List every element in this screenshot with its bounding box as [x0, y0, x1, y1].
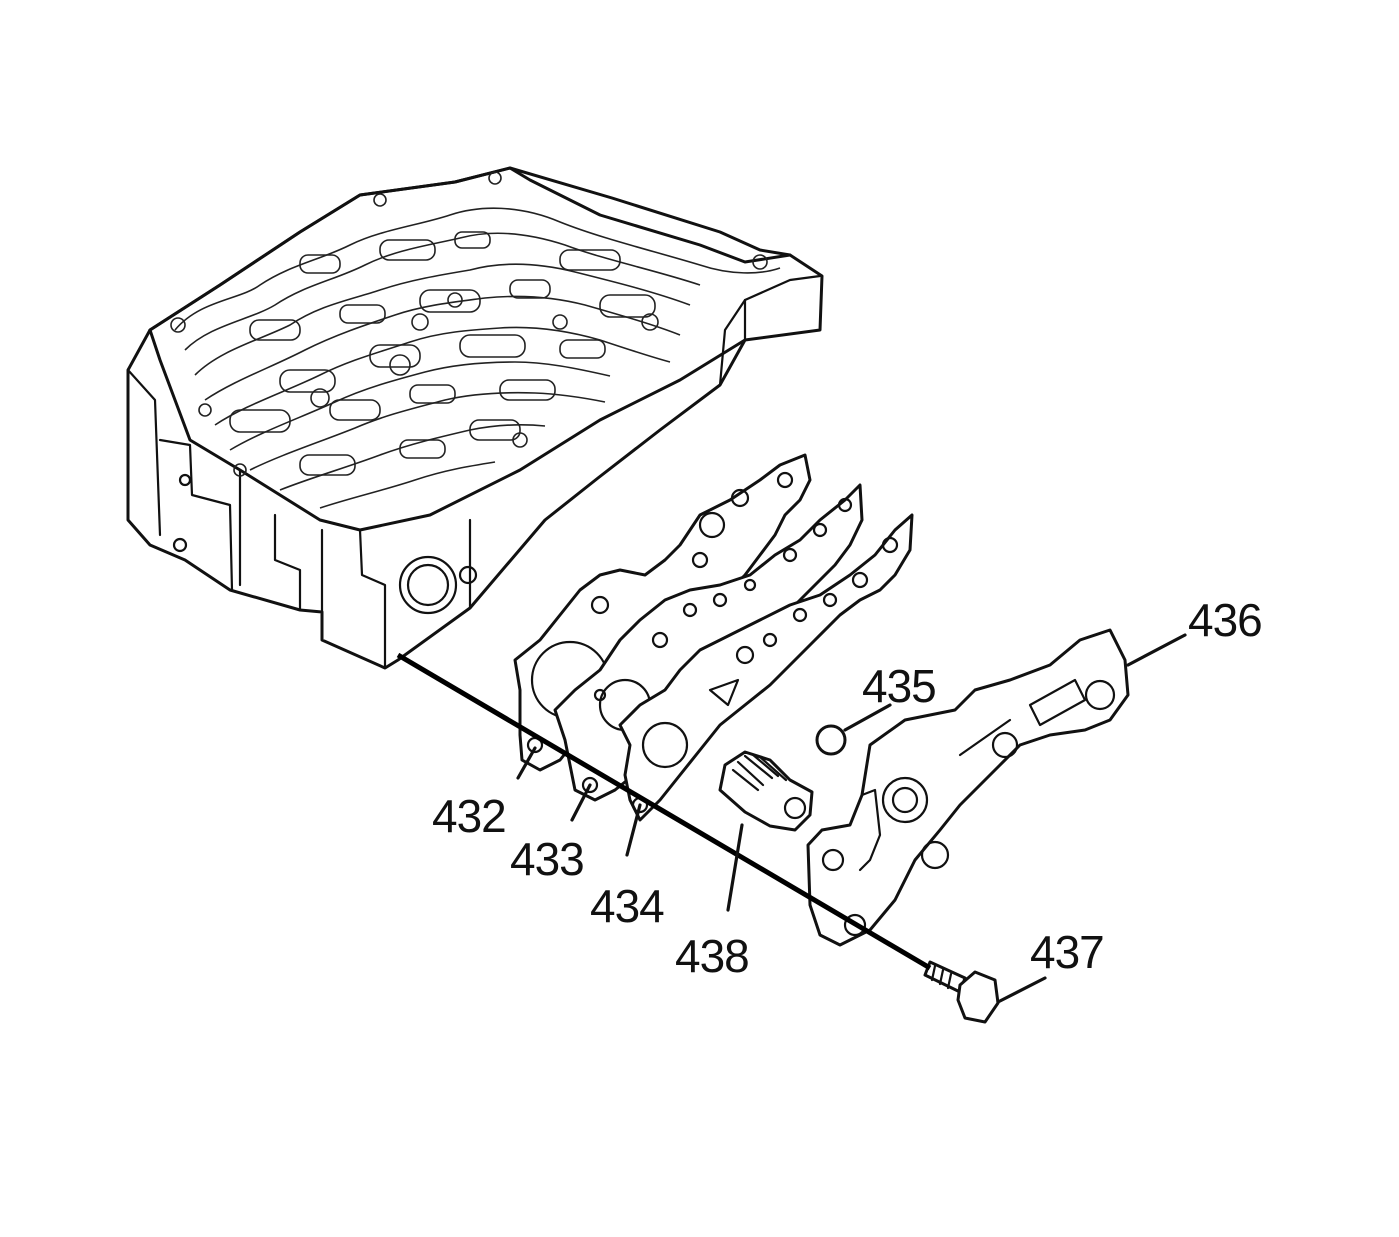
- check-ball-435: [815, 724, 847, 756]
- gasket-434: [618, 513, 914, 822]
- callout-438: 438: [675, 930, 749, 982]
- leader-432: [516, 746, 537, 780]
- callout-433: 433: [510, 833, 584, 885]
- alignment-axis-line: [396, 652, 932, 971]
- leader-433: [570, 783, 592, 822]
- valve-body-channels: [170, 171, 781, 509]
- leader-438: [726, 823, 744, 912]
- leader-436: [1126, 633, 1187, 667]
- valve-body: [126, 166, 824, 670]
- leader-437: [996, 976, 1047, 1004]
- callout-434: 434: [590, 880, 664, 932]
- accumulator-cover-436: [806, 628, 1130, 947]
- callout-437: 437: [1030, 926, 1104, 978]
- filter-screen-438: [718, 750, 814, 832]
- bolt-437: [923, 960, 1000, 1024]
- callout-436: 436: [1188, 594, 1262, 646]
- callout-432: 432: [432, 790, 506, 842]
- leader-435: [843, 703, 892, 732]
- leader-434: [625, 803, 642, 857]
- callout-435: 435: [862, 660, 936, 712]
